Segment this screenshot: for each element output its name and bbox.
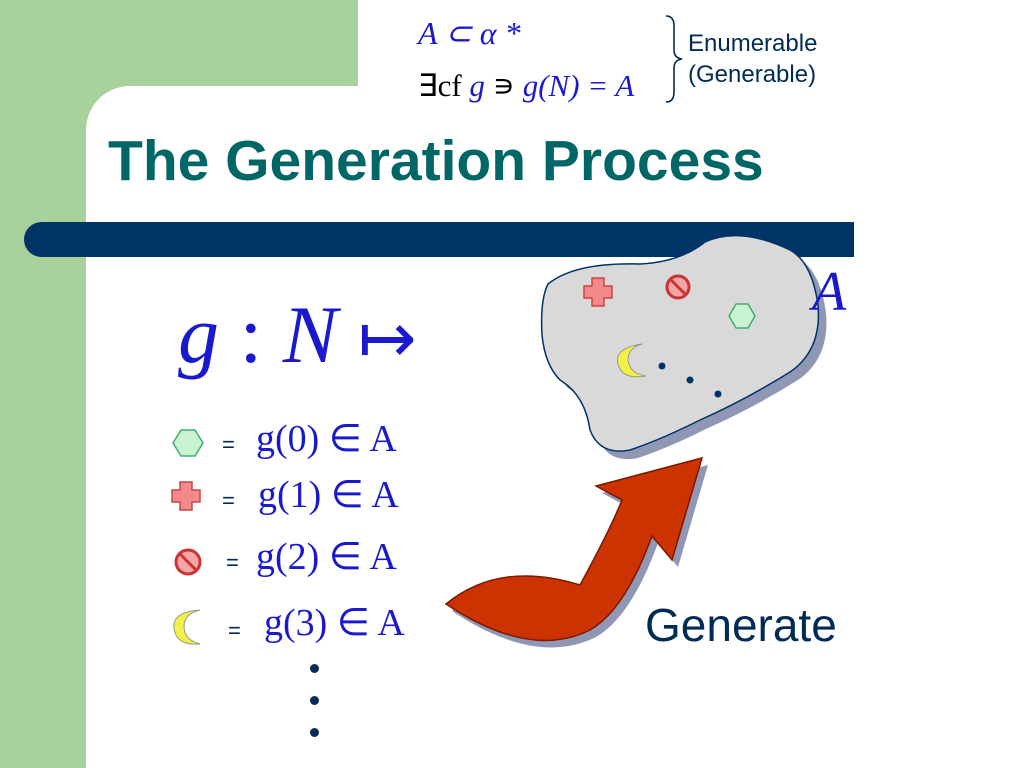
equals-sign: = xyxy=(226,550,239,575)
enumerable-note: Enumerable (Generable) xyxy=(688,28,817,90)
exists-prefix: ∃cf xyxy=(418,68,462,103)
note-line-1: Enumerable xyxy=(688,30,818,57)
set-label: A xyxy=(812,261,847,323)
exists-expr: g(N) = A xyxy=(522,68,635,103)
ellipsis-dot xyxy=(310,728,319,737)
ellipsis-dot xyxy=(658,362,666,370)
ellipsis-dot xyxy=(310,664,319,673)
crescent-moon-icon xyxy=(173,609,201,645)
exists-formula: ∃cf g ∍ g(N) = A xyxy=(418,68,634,104)
ellipsis-dot xyxy=(310,696,319,705)
cross-icon xyxy=(583,277,613,307)
ellipsis-dot xyxy=(714,390,722,398)
crescent-moon-icon xyxy=(617,343,647,378)
mapping-formula: g : N ↦ xyxy=(178,288,417,382)
generate-arrow xyxy=(444,456,704,642)
exists-g: g xyxy=(469,68,485,103)
generate-label: Generate xyxy=(645,599,837,651)
hexagon-icon xyxy=(728,303,756,329)
slide-panel xyxy=(86,86,1024,768)
row-expr-1: g(1) ∈ A xyxy=(258,474,399,516)
row-expr-0: g(0) ∈ A xyxy=(256,418,397,460)
row-expr-3: g(3) ∈ A xyxy=(264,602,405,644)
mapping-g: g xyxy=(178,289,219,380)
subset-formula: A ⊂ α * xyxy=(418,15,521,51)
equals-sign: = xyxy=(222,432,235,457)
curly-brace-icon xyxy=(665,15,683,103)
such-that-symbol: ∍ xyxy=(492,68,515,103)
hexagon-icon xyxy=(172,429,204,457)
mapping-arrow: ↦ xyxy=(358,301,417,378)
equals-sign: = xyxy=(228,618,241,643)
mapping-colon: : xyxy=(239,289,263,380)
equals-sign: = xyxy=(222,488,235,513)
note-line-2: (Generable) xyxy=(688,61,817,88)
cross-icon xyxy=(171,481,201,511)
no-symbol-icon xyxy=(665,274,691,300)
top-panel xyxy=(358,0,1024,90)
ellipsis-dot xyxy=(686,376,694,384)
set-blob xyxy=(540,234,820,452)
mapping-N: N xyxy=(282,289,338,380)
no-symbol-icon xyxy=(174,548,202,576)
row-expr-2: g(2) ∈ A xyxy=(256,536,397,578)
page-title: The Generation Process xyxy=(108,129,764,193)
